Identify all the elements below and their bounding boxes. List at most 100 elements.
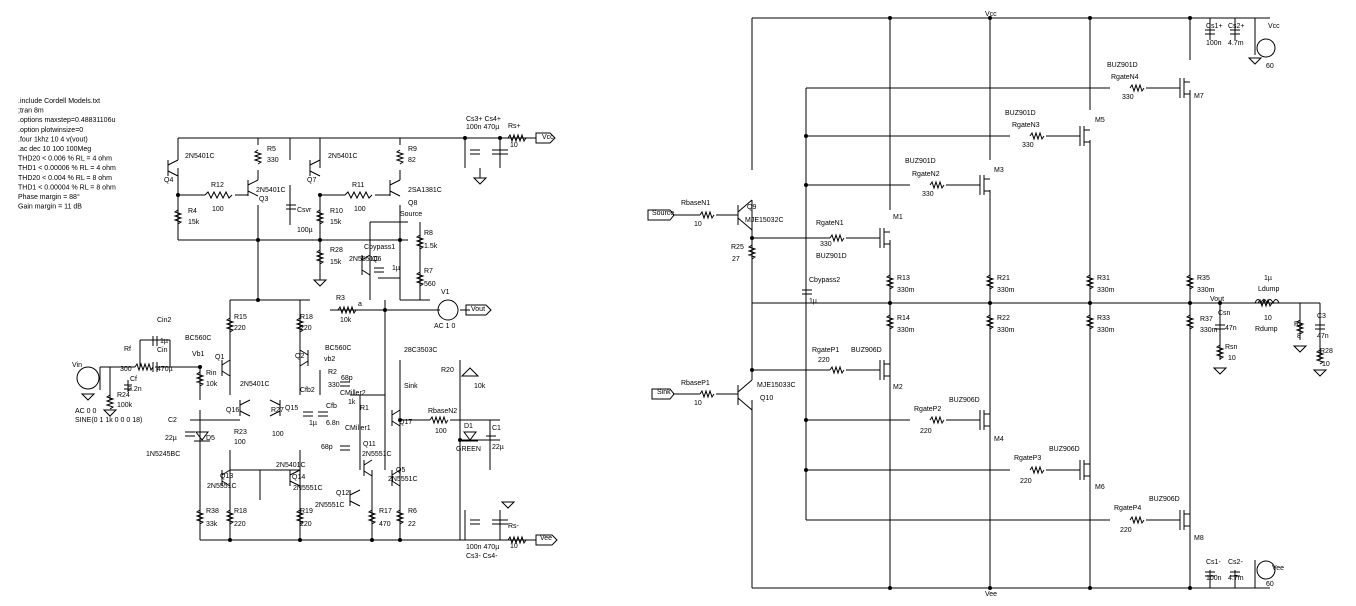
component-label: 22 — [408, 521, 416, 528]
component-label: 2N5551C — [362, 451, 392, 458]
component-label: R6 — [408, 508, 417, 515]
component-label: 1µ — [809, 298, 817, 305]
component-label: 330m — [897, 287, 915, 294]
component-label: Cbypass2 — [809, 277, 840, 284]
spice-directives: .include Cordell Models.txt;tran 8m.opti… — [18, 98, 116, 211]
component-label: M4 — [994, 436, 1004, 443]
directive-line: .option plotwinsize=0 — [18, 127, 83, 134]
component-label: Q14 — [292, 474, 305, 481]
component-label: R2 — [328, 369, 337, 376]
component-label: 4.7m — [1228, 575, 1244, 582]
component-label: RgateN4 — [1111, 74, 1139, 81]
component-label: 100µ — [297, 227, 313, 234]
vcc-source-value: 60 — [1266, 63, 1274, 70]
net-label: Vout — [471, 306, 485, 313]
component-label: Rin — [206, 370, 217, 377]
component-label: R3 — [336, 295, 345, 302]
component-label: Rs- — [508, 523, 520, 530]
component-label: 4.7m — [1228, 40, 1244, 47]
component-label: R19 — [300, 508, 313, 515]
component-label: Rdump — [1255, 326, 1278, 333]
component-label: GREEN — [456, 446, 481, 453]
component-label: Q11 — [363, 441, 376, 448]
component-label: V1 — [441, 289, 450, 296]
component-label: 22µ — [492, 444, 504, 451]
component-label: 220 — [300, 325, 312, 332]
directive-line: THD1 < 0.00004 % RL = 8 ohm — [18, 184, 116, 191]
component-label: 100 — [212, 206, 224, 213]
component-label: BUZ901D — [816, 253, 847, 260]
component-label: Q6 — [372, 256, 381, 263]
component-label: 330 — [328, 382, 340, 389]
component-label: 330m — [1200, 327, 1218, 334]
component-label: Cs3+ Cs4+ — [466, 116, 501, 123]
component-label: 1µ — [392, 265, 400, 272]
component-label: 100 — [272, 431, 284, 438]
component-label: Q16 — [226, 407, 239, 414]
component-label: Rs+ — [508, 123, 521, 130]
component-label: R9 — [408, 146, 417, 153]
component-label: 330m — [997, 327, 1015, 334]
junctions — [176, 16, 1222, 590]
component-label: R7 — [424, 268, 433, 275]
component-label: RgateP1 — [812, 347, 839, 354]
component-label: 100n 470µ — [466, 124, 499, 131]
component-label: AC 0 0 — [75, 408, 97, 415]
component-label: Cs2- — [1228, 559, 1243, 566]
component-label: 1µ — [160, 338, 168, 345]
component-label: 330 — [1022, 142, 1034, 149]
component-label: RgateP2 — [914, 406, 941, 413]
component-label: 10k — [340, 317, 352, 324]
component-label: RgateP4 — [1114, 505, 1141, 512]
component-label: BUZ906D — [1149, 496, 1180, 503]
component-label: 15k — [330, 259, 342, 266]
component-label: BUZ906D — [1049, 446, 1080, 453]
component-label: R14 — [897, 315, 910, 322]
component-label: 68p — [321, 444, 333, 451]
component-label: M1 — [893, 214, 903, 221]
component-label: BUZ901D — [1005, 110, 1036, 117]
component-label: Vin — [72, 362, 82, 369]
component-label: 47n — [1225, 325, 1237, 332]
component-label: 10k — [474, 383, 486, 390]
component-label: 10 — [1322, 361, 1330, 368]
directive-line: .include Cordell Models.txt — [18, 98, 100, 105]
component-label: R4 — [188, 208, 197, 215]
component-label: 2N5401C — [328, 153, 358, 160]
component-label: 300 — [120, 366, 132, 373]
component-label: 100n 470µ — [466, 544, 499, 551]
directive-line: .ac dec 10 100 100Meg — [18, 146, 91, 153]
component-label: RgateP3 — [1014, 455, 1041, 462]
component-label: 220 — [234, 325, 246, 332]
component-label: Cs1- — [1206, 559, 1221, 566]
component-label: Cfb2 — [300, 387, 315, 394]
component-label: M8 — [1194, 535, 1204, 542]
component-label: BUZ906D — [851, 347, 882, 354]
directive-line: Phase margin = 88° — [18, 193, 80, 201]
component-label: 100n — [1206, 40, 1222, 47]
component-label: Cfb — [326, 403, 337, 410]
vee-source-name: Vee — [1272, 565, 1284, 572]
component-label: 10 — [694, 221, 702, 228]
directive-line: .options maxstep=0.48831106u — [18, 117, 115, 124]
component-label: C2 — [168, 417, 177, 424]
component-label: C1 — [492, 425, 501, 432]
component-label: 2N5551C — [315, 502, 345, 509]
component-label: M7 — [1194, 93, 1204, 100]
component-label: Cbypass1 — [364, 244, 395, 251]
component-label: R12 — [211, 182, 224, 189]
component-label: D1 — [464, 423, 473, 430]
component-label: AC 1 0 — [434, 323, 456, 330]
component-label: RL — [1294, 321, 1303, 328]
component-label: 27 — [732, 256, 740, 263]
component-label: 10 — [510, 142, 518, 149]
component-label: R28 — [330, 247, 343, 254]
component-label: M5 — [1095, 117, 1105, 124]
component-label: 1.5k — [424, 243, 438, 250]
component-label: Q17 — [399, 419, 412, 426]
component-label: 220 — [300, 521, 312, 528]
component-label: 330 — [820, 241, 832, 248]
component-label: R20 — [441, 367, 454, 374]
component-label: 1k — [348, 399, 356, 406]
